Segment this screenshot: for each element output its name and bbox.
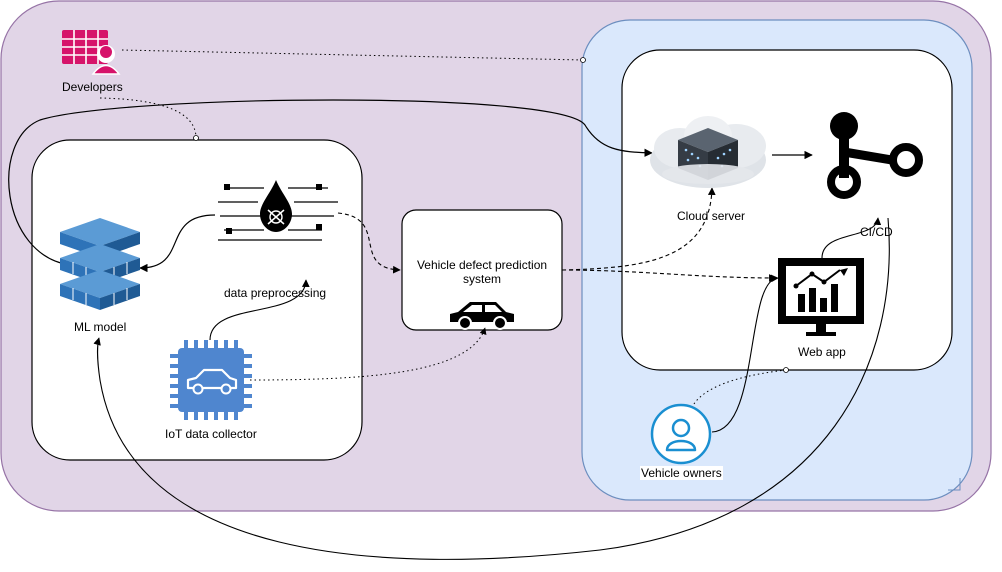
prediction-system-label-1: Vehicle defect prediction (416, 258, 548, 272)
connector-owners-webapp (711, 274, 779, 433)
developers-label: Developers (62, 80, 123, 94)
connector-prediction-webapp (561, 269, 777, 282)
connector-developers-mlbox (99, 97, 197, 139)
connector-preproc-ml (139, 214, 216, 273)
connector-prediction-cloud (561, 187, 716, 271)
connector-cicd-ml (93, 217, 890, 560)
git-branch-icon[interactable] (827, 112, 923, 199)
car-icon (450, 302, 514, 330)
vehicle-owners-label: Vehicle owners (640, 466, 723, 480)
data-preprocessing-label: data preprocessing (224, 286, 327, 300)
ml-model-label: ML model (74, 320, 127, 334)
cicd-label: CI/CD (860, 225, 893, 239)
iot-collector-label: IoT data collector (165, 427, 257, 441)
web-app-label: Web app (798, 345, 846, 359)
cloud-server-icon[interactable] (650, 116, 766, 188)
users-spreadsheet-icon[interactable] (62, 30, 121, 75)
cloud-zone-corner-tick (948, 478, 961, 491)
monitor-chart-icon[interactable] (778, 258, 864, 336)
connector-ml-cloud (8, 99, 653, 266)
connector-preproc-prediction (337, 212, 401, 274)
user-circle-icon[interactable] (650, 403, 712, 465)
connector-iot-preproc (209, 279, 310, 341)
connector-owners-webapp-dotted (689, 369, 787, 413)
cloud-server-label: Cloud server (677, 209, 746, 223)
prediction-system-label-2: system (462, 272, 501, 286)
connector-iot-prediction (249, 327, 487, 381)
connector-webapp-cicd (821, 217, 882, 259)
car-chip-icon[interactable] (170, 340, 252, 420)
stacked-cubes-icon[interactable] (60, 218, 140, 310)
drop-filter-icon[interactable] (218, 180, 338, 241)
